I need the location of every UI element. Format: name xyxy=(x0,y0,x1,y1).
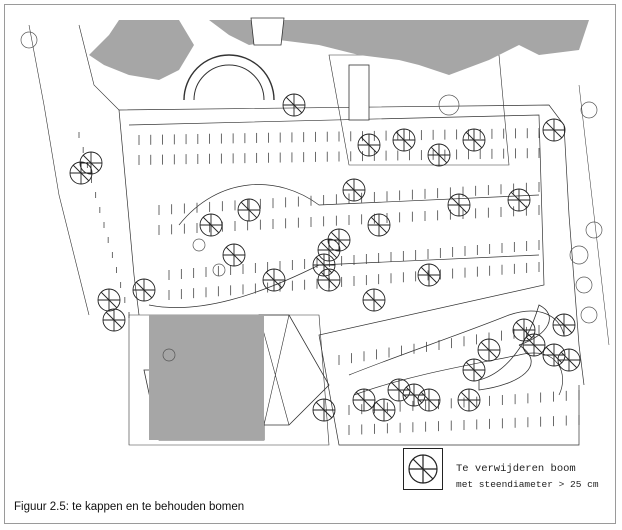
tree-remove xyxy=(352,388,376,412)
tree-remove xyxy=(362,288,386,312)
tree-remove xyxy=(417,263,441,287)
tree-remove xyxy=(507,188,531,212)
tree-remove xyxy=(372,398,396,422)
tree-keep xyxy=(575,276,593,294)
figure-caption: Figuur 2.5: te kappen en te behouden bom… xyxy=(14,501,245,513)
tree-remove xyxy=(312,253,336,277)
tree-keep xyxy=(438,94,460,116)
tree-keep xyxy=(162,348,176,362)
tree-remove xyxy=(237,198,261,222)
tree-remove xyxy=(542,118,566,142)
tree-remove xyxy=(522,333,546,357)
tree-remove xyxy=(392,128,416,152)
tree-remove xyxy=(512,318,536,342)
tree-remove xyxy=(552,313,576,337)
tree-keep xyxy=(580,101,598,119)
tree-remove xyxy=(317,268,341,292)
legend-symbol xyxy=(403,448,443,490)
tree-remove xyxy=(402,383,426,407)
tree-keep xyxy=(580,306,598,324)
tree-remove xyxy=(327,228,351,252)
tree-remove xyxy=(262,268,286,292)
tree-keep xyxy=(212,263,226,277)
tree-remove xyxy=(317,238,341,262)
tree-keep xyxy=(585,221,603,239)
tree-remove xyxy=(357,133,381,157)
tree-remove xyxy=(462,128,486,152)
tree-remove xyxy=(132,278,156,302)
tree-remove xyxy=(69,161,93,185)
crossed-circle-icon xyxy=(408,454,438,484)
tree-remove xyxy=(312,398,336,422)
figure-frame: Te verwijderen boom met steendiameter > … xyxy=(4,4,616,524)
tree-remove xyxy=(427,143,451,167)
tree-remove xyxy=(282,93,306,117)
legend-label-remove-tree: Te verwijderen boom xyxy=(456,463,576,475)
tree-remove xyxy=(199,213,223,237)
tree-keep xyxy=(569,245,589,265)
tree-remove xyxy=(222,243,246,267)
tree-remove xyxy=(477,338,501,362)
tree-remove xyxy=(447,193,471,217)
tree-remove xyxy=(342,178,366,202)
tree-remove xyxy=(102,308,126,332)
tree-remove xyxy=(457,388,481,412)
tree-remove xyxy=(79,151,103,175)
tree-remove xyxy=(557,348,581,372)
site-plan xyxy=(20,17,610,446)
tree-remove xyxy=(542,343,566,367)
tree-remove xyxy=(417,388,441,412)
tree-remove xyxy=(462,358,486,382)
tree-keep xyxy=(20,31,38,49)
legend-label-diameter: met steendiameter > 25 cm xyxy=(456,479,599,490)
tree-remove xyxy=(387,378,411,402)
tree-keep xyxy=(192,238,206,252)
tree-remove xyxy=(97,288,121,312)
tree-remove xyxy=(367,213,391,237)
